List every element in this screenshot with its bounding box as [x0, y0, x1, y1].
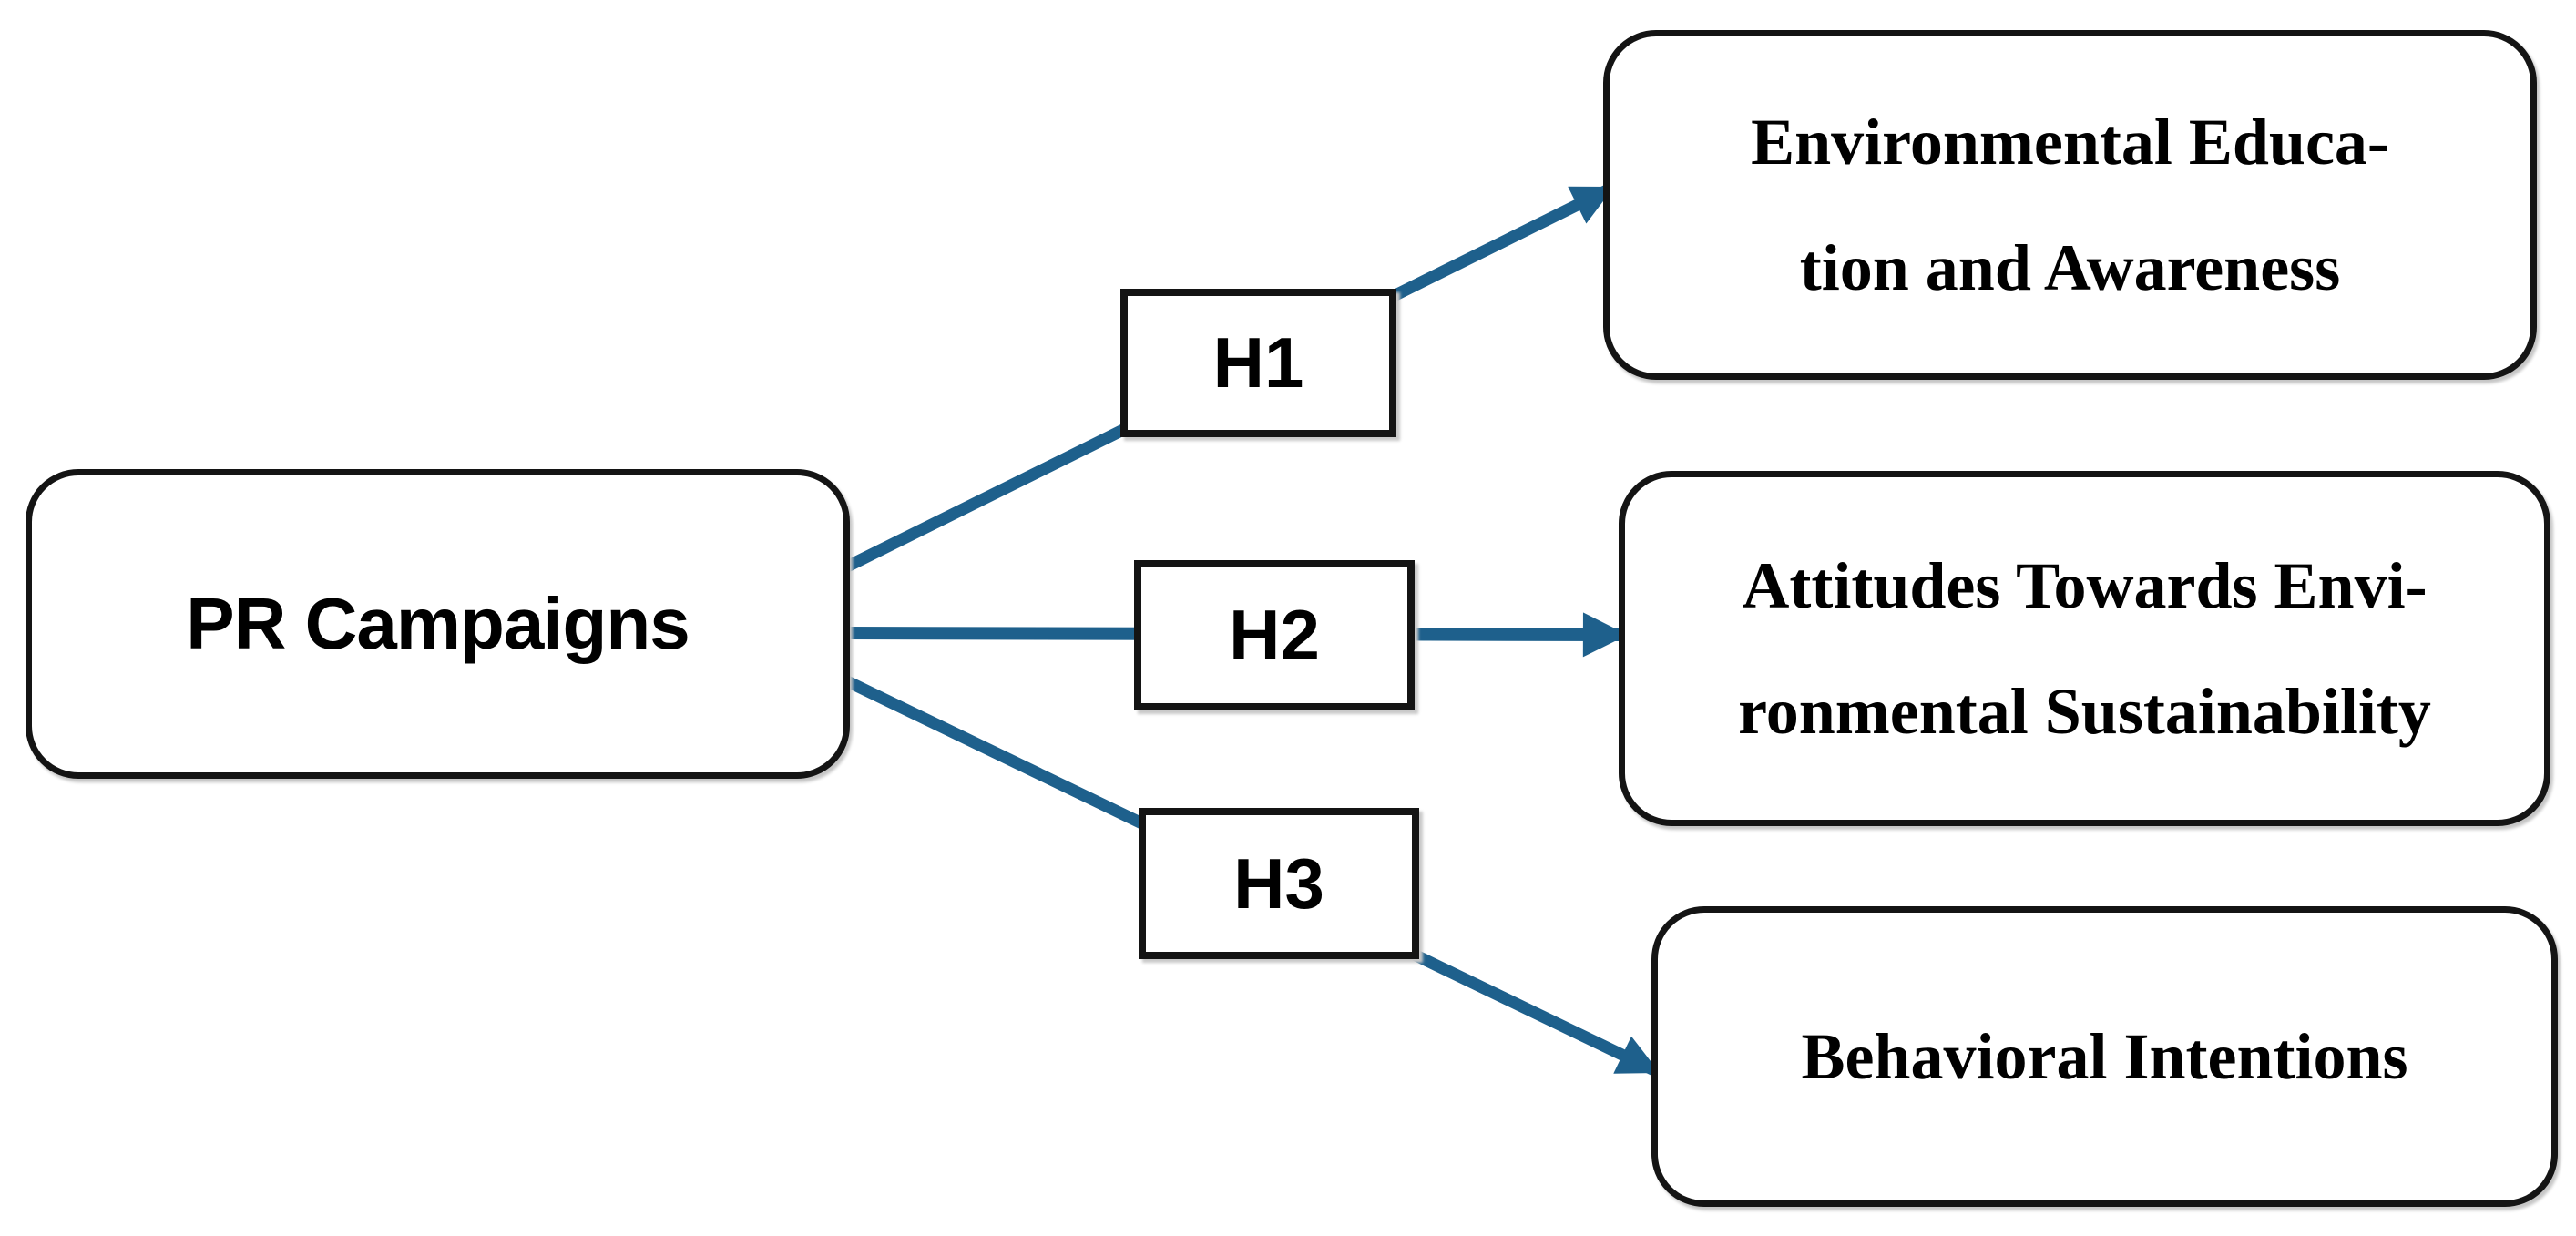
h2-label: H2	[1229, 595, 1320, 675]
outcome3-line1: Behavioral Intentions	[1801, 1019, 2408, 1093]
node-attitudes-environmental-sustainability: Attitudes Towards Envi-ronmental Sustain…	[1619, 471, 2550, 826]
node-pr-campaigns: PR Campaigns	[26, 469, 850, 779]
node-hypothesis-h3: H3	[1139, 808, 1419, 959]
node-hypothesis-h2: H2	[1134, 560, 1415, 710]
h3-label: H3	[1233, 843, 1324, 924]
outcome1-line2: tion and Awareness	[1799, 231, 2341, 304]
node-behavioral-intentions: Behavioral Intentions	[1651, 906, 2558, 1207]
outcome2-line1: Attitudes Towards Envi-	[1742, 548, 2428, 622]
pr-campaigns-label: PR Campaigns	[186, 583, 690, 664]
node-environmental-education-awareness: Environmental Educa-tion and Awareness	[1603, 30, 2537, 380]
outcome2-line2: ronmental Sustainability	[1738, 675, 2431, 748]
node-hypothesis-h1: H1	[1120, 289, 1396, 437]
h1-label: H1	[1212, 322, 1304, 403]
outcome1-line1: Environmental Educa-	[1751, 105, 2389, 179]
